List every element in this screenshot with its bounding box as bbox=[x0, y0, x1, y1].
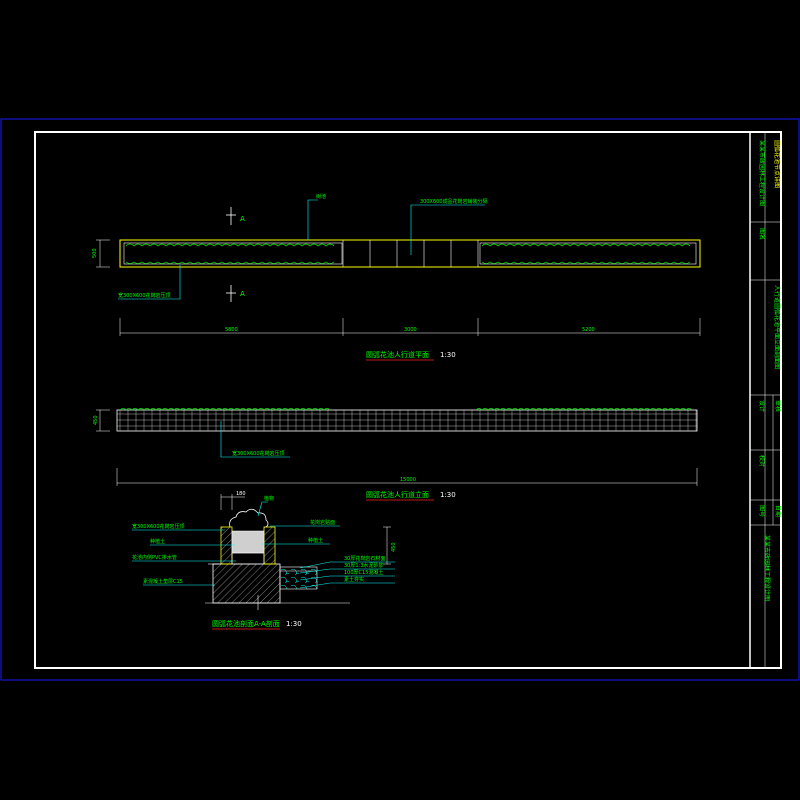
plan-note-1: 300X600成品花岗岩铺装分隔 bbox=[420, 198, 488, 205]
elevation-total-dim: 15000 bbox=[400, 477, 416, 483]
inner-drawing-frame bbox=[34, 131, 782, 669]
plan-scale: 1:30 bbox=[440, 351, 456, 359]
section-right-note-2: 30厚花岗岩石材面 bbox=[344, 555, 385, 562]
plan-note-0: 树池 bbox=[316, 193, 326, 200]
title-cell-5: 校对 bbox=[758, 455, 766, 467]
section-right-note-0: 花岗岩贴面 bbox=[310, 519, 335, 526]
title-cell-8: 日期 bbox=[774, 505, 782, 517]
plan-view: A A 500 树池 300X600成品花岗岩铺装分隔 宽300X600花岗岩压… bbox=[92, 193, 701, 361]
section-right-note-5: 素土夯实 bbox=[344, 576, 364, 583]
plan-planter-right bbox=[479, 242, 697, 265]
elevation-title: 圆弧花池人行道立面 bbox=[366, 490, 429, 499]
section-plant bbox=[229, 508, 269, 528]
plan-note-2: 宽300X600花岗岩压顶 bbox=[118, 292, 171, 299]
plan-planter-left bbox=[123, 242, 343, 265]
section-right-note-4: 100厚C15混凝土 bbox=[344, 569, 383, 576]
title-cell-3: 人行道圆弧花池平面立面剖面图 bbox=[773, 285, 781, 369]
section-title: 圆弧花池剖面A-A剖面 bbox=[212, 619, 280, 628]
section-foundation bbox=[212, 563, 281, 604]
elevation-shrubs-right bbox=[475, 408, 693, 411]
section-soil bbox=[231, 530, 265, 554]
elevation-wall bbox=[116, 409, 698, 432]
elevation-height-dim: 450 bbox=[93, 415, 99, 425]
section-wall-right bbox=[263, 526, 276, 565]
section-left-note-0: 宽300X600花岗岩压顶 bbox=[132, 523, 185, 530]
plan-dim-2: 5200 bbox=[582, 327, 595, 333]
title-cell-7: 图号 bbox=[758, 505, 765, 517]
section-scale: 1:30 bbox=[286, 620, 302, 628]
section-left-note-3: 素混凝土垫层C15 bbox=[143, 578, 183, 585]
section-wall-left bbox=[220, 526, 233, 565]
elevation-shrubs-left bbox=[119, 408, 331, 411]
plan-shrubs-left bbox=[125, 243, 335, 264]
section-height-dim: 450 bbox=[391, 542, 397, 552]
section-plant-label: 植物 bbox=[264, 495, 274, 502]
section-paving bbox=[279, 566, 318, 590]
plan-title: 圆弧花池人行道平面 bbox=[366, 350, 429, 359]
plan-width-dim: 500 bbox=[92, 248, 98, 258]
section-left-note-1: 种植土 bbox=[150, 538, 165, 545]
title-cell-2: 图名 bbox=[758, 228, 766, 240]
section-right-note-1: 种植土 bbox=[308, 537, 323, 544]
elevation-note: 宽300X600花岗岩压顶 bbox=[232, 450, 285, 457]
title-cell-6: 审核 bbox=[774, 400, 782, 412]
section-mark-top: A bbox=[240, 215, 245, 223]
elevation-scale: 1:30 bbox=[440, 491, 456, 499]
title-cell-1: 圆弧花池节点详图 bbox=[773, 140, 781, 188]
title-cell-0: 某某市政园林工程设计图 bbox=[758, 140, 766, 206]
section-view: 180 植物 450 宽300X600花岗岩压顶 种植土 花池内侧PVC排水管 … bbox=[132, 491, 397, 630]
title-cell-4: 设计 bbox=[758, 400, 766, 412]
plan-outline bbox=[119, 239, 701, 268]
section-right-note-3: 30厚1:3水泥砂浆 bbox=[344, 562, 383, 569]
section-left-note-2: 花池内侧PVC排水管 bbox=[132, 554, 177, 561]
elevation-view: 450 宽300X600花岗岩压顶 15000 圆弧花池人行道立面 1:30 bbox=[93, 408, 698, 501]
title-main: 某某市政园林工程设计图 bbox=[763, 535, 771, 601]
plan-shrubs-right bbox=[481, 243, 691, 264]
plan-dim-0: 5800 bbox=[225, 327, 238, 333]
section-mark-bottom: A bbox=[240, 290, 245, 298]
plan-dim-1: 3000 bbox=[404, 327, 417, 333]
title-block: 某某市政园林工程设计图 圆弧花池节点详图 图名 人行道圆弧花池平面立面剖面图 设… bbox=[750, 132, 782, 668]
section-top-dim: 180 bbox=[236, 491, 246, 497]
outer-sheet-border bbox=[0, 118, 800, 681]
